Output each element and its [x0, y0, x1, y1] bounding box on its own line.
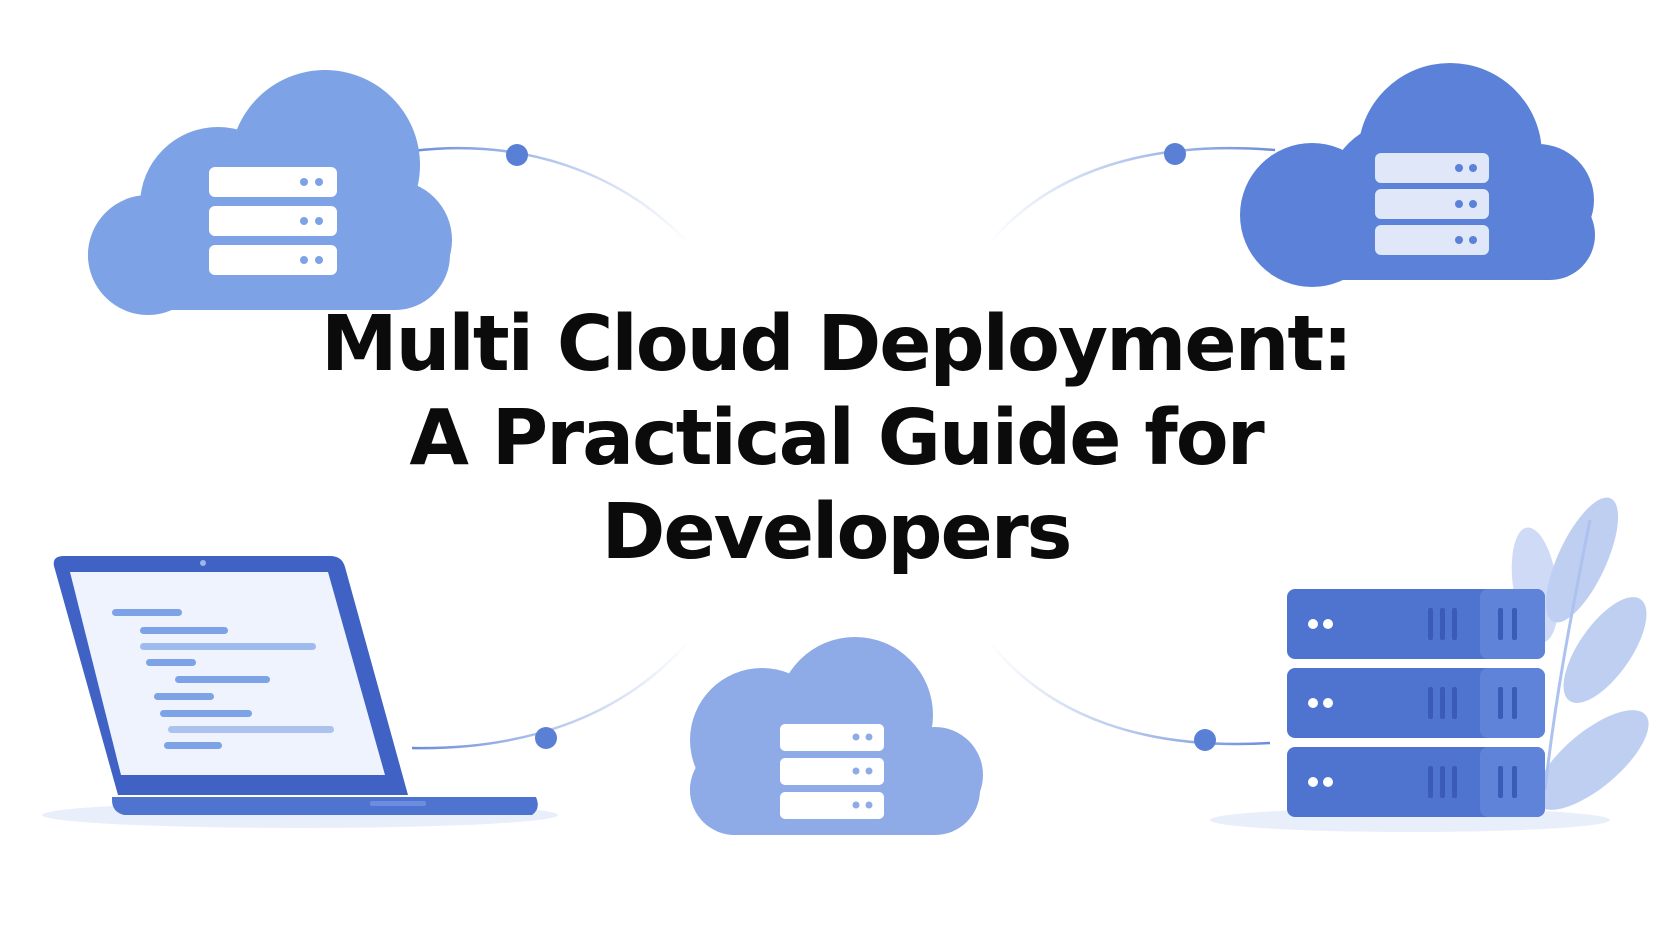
connector-nodes — [506, 143, 1216, 751]
connector-bottom-left — [411, 639, 691, 750]
title-line-3: Developers — [601, 488, 1073, 577]
cloud-server-icon — [690, 637, 983, 835]
leaf-decoration-icon — [1511, 497, 1649, 810]
connector-top-left — [411, 146, 691, 246]
cloud-server-icon — [88, 70, 452, 315]
page-title: Multi Cloud Deployment: A Practical Guid… — [236, 298, 1436, 580]
connector-node-icon — [1164, 143, 1186, 165]
connector-node-icon — [506, 144, 528, 166]
title-line-1: Multi Cloud Deployment: — [320, 300, 1353, 389]
connector-top-right — [987, 146, 1276, 246]
connector-node-icon — [535, 727, 557, 749]
connector-lines — [411, 146, 1276, 750]
laptop-code-icon — [42, 556, 558, 828]
connector-node-icon — [1194, 729, 1216, 751]
title-line-2: A Practical Guide for — [409, 394, 1264, 483]
server-rack-icon — [1210, 589, 1610, 832]
cloud-server-icon — [1240, 63, 1595, 287]
connector-bottom-right — [987, 639, 1271, 746]
